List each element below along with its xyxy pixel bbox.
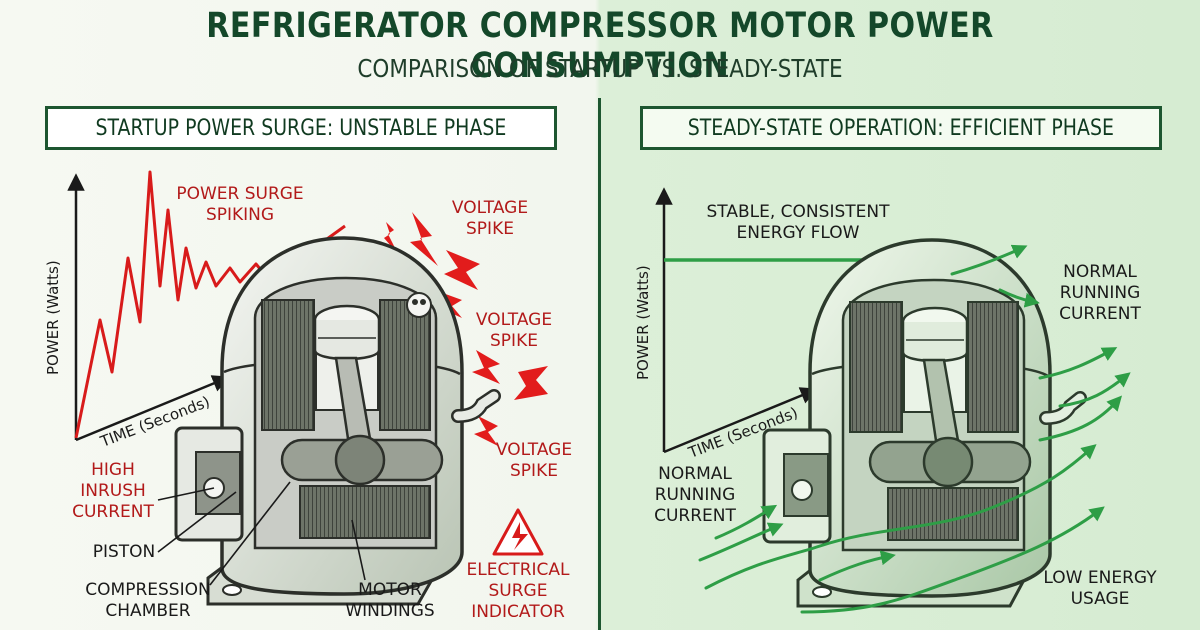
steady-y-axis-label: POWER (Watts) xyxy=(634,265,652,380)
lightning-bolt-icon xyxy=(384,222,398,254)
startup-y-axis-label: POWER (Watts) xyxy=(44,260,62,375)
voltage-spike-label-1: VOLTAGE SPIKE xyxy=(451,198,529,239)
steady-panel-header-text: STEADY-STATE OPERATION: EFFICIENT PHASE xyxy=(687,115,1115,141)
lightning-bolt-icon xyxy=(474,416,498,446)
compressor-cutaway-left xyxy=(174,236,501,606)
piston-label: PISTON xyxy=(92,542,156,562)
page-title: REFRIGERATOR COMPRESSOR MOTOR POWER CONS… xyxy=(206,6,994,86)
flow-arrow-icon xyxy=(704,444,1097,590)
compressor-cutaway-right xyxy=(762,238,1087,608)
startup-pointer-lines xyxy=(157,481,366,586)
flow-arrow-icon xyxy=(950,244,1028,276)
flow-arrow-icon xyxy=(698,522,784,562)
warning-triangle-icon xyxy=(492,508,544,556)
startup-panel-header-text: STARTUP POWER SURGE: UNSTABLE PHASE xyxy=(95,115,507,141)
electrical-surge-label: ELECTRICAL SURGE INDICATOR xyxy=(466,560,570,622)
lightning-bolt-icon xyxy=(410,212,438,266)
startup-panel-header: STARTUP POWER SURGE: UNSTABLE PHASE xyxy=(45,106,557,150)
flow-arrow-icon xyxy=(818,550,896,582)
flow-arrow-icon xyxy=(1038,347,1118,380)
flow-arrow-icon xyxy=(1058,372,1131,408)
high-inrush-label: HIGH INRUSH CURRENT xyxy=(72,460,154,522)
flow-arrow-icon xyxy=(800,506,1105,614)
steady-panel-header: STEADY-STATE OPERATION: EFFICIENT PHASE xyxy=(640,106,1162,150)
startup-x-axis xyxy=(75,375,231,442)
normal-running-label-bottom: NORMAL RUNNING CURRENT xyxy=(654,464,736,526)
power-surge-label: POWER SURGE SPIKING xyxy=(176,184,304,225)
energy-flow-arrows xyxy=(698,244,1131,614)
normal-running-label-top: NORMAL RUNNING CURRENT xyxy=(1059,262,1141,324)
lightning-bolt-icon xyxy=(514,366,548,400)
voltage-spike-label-2: VOLTAGE SPIKE xyxy=(475,310,553,351)
low-energy-label: LOW ENERGY USAGE xyxy=(1043,568,1157,609)
flow-arrow-icon xyxy=(1038,395,1123,442)
flow-arrow-icon xyxy=(998,288,1040,308)
steady-graph xyxy=(655,187,878,454)
flow-arrow-icon xyxy=(714,504,778,540)
panel-divider xyxy=(598,98,601,630)
page-subtitle: COMPARISON OF STARTUP VS. STEADY-STATE xyxy=(357,54,843,83)
lightning-bolt-icon xyxy=(444,250,480,290)
voltage-spike-label-3: VOLTAGE SPIKE xyxy=(495,440,573,481)
motor-windings-label: MOTOR WINDINGS xyxy=(345,580,435,621)
stable-flow-label: STABLE, CONSISTENT ENERGY FLOW xyxy=(706,202,890,243)
steady-x-axis xyxy=(663,387,819,454)
compression-chamber-label: COMPRESSION CHAMBER xyxy=(85,580,211,621)
lightning-bolt-icon xyxy=(472,350,500,384)
